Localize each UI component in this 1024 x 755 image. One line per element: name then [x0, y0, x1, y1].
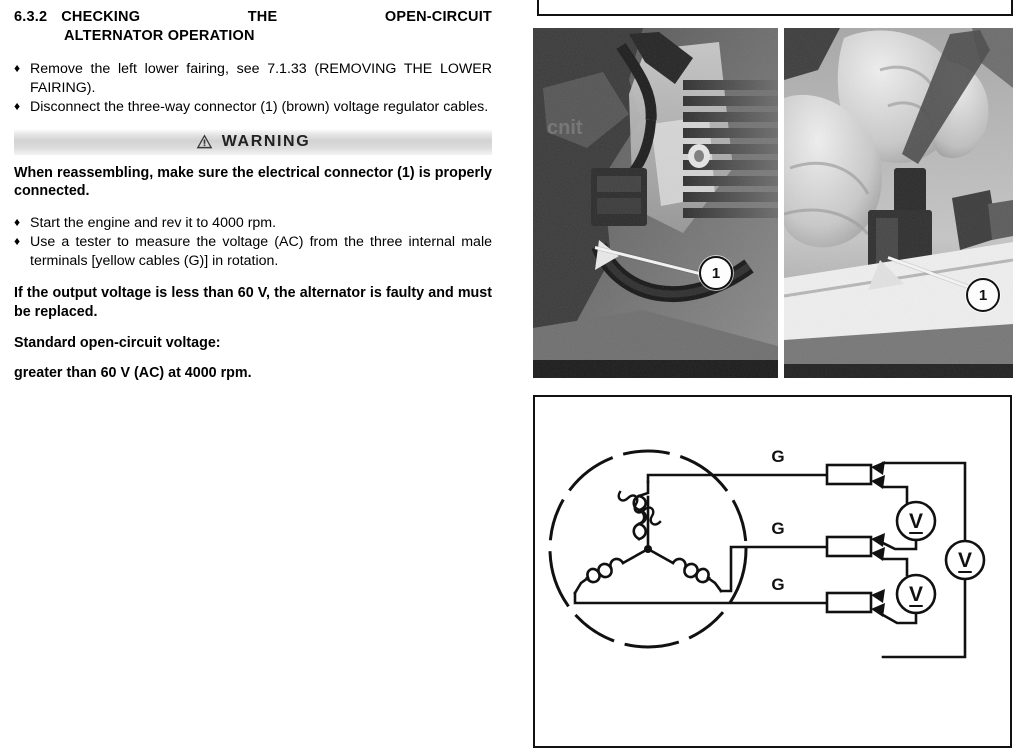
diamond-bullet-icon: ♦ — [14, 214, 21, 229]
warning-text: When reassembling, make sure the electri… — [14, 164, 492, 200]
voltmeter-symbol: V — [958, 549, 972, 572]
step-text: Start the engine and rev it to 4000 rpm. — [30, 214, 277, 231]
heading-word-the: THE — [247, 9, 278, 25]
list-item: ♦ Remove the left lower fairing, see 7.1… — [14, 60, 492, 97]
list-item: ♦ Start the engine and rev it to 4000 rp… — [14, 214, 492, 233]
step-text: Remove the left lower fairing, see 7.1.3… — [30, 61, 492, 96]
cable-label-g-1: G — [771, 447, 784, 466]
diamond-bullet-icon: ♦ — [14, 234, 21, 248]
text-column: 6.3.2 CHECKING THE OPEN-CIRCUIT ALTERNAT… — [14, 8, 492, 395]
callout-marker-1: 1 — [966, 278, 1000, 312]
callout-number: 1 — [711, 264, 721, 282]
cable-label-g-2: G — [771, 519, 784, 538]
photo-connector-location: cnit 1 — [533, 28, 778, 378]
voltmeter-symbol: V — [909, 583, 923, 606]
callout-number: 1 — [978, 286, 988, 304]
steps-before-warning: ♦ Remove the left lower fairing, see 7.1… — [14, 60, 492, 117]
diamond-bullet-icon: ♦ — [14, 99, 21, 113]
cable-label-g-3: G — [771, 575, 784, 594]
section-number: 6.3.2 — [14, 9, 48, 25]
previous-figure-frame — [537, 0, 1013, 16]
step-text: Use a tester to measure the voltage (AC)… — [30, 234, 492, 269]
page-title: 6.3.2 CHECKING THE OPEN-CIRCUIT ALTERNAT… — [14, 8, 492, 46]
heading-word-checking: CHECKING — [61, 9, 141, 25]
diamond-bullet-icon: ♦ — [14, 61, 21, 75]
list-item: ♦ Disconnect the three-way connector (1)… — [14, 98, 492, 117]
step-text: Disconnect the three-way connector (1) (… — [30, 99, 489, 115]
heading-line-1: 6.3.2 CHECKING THE OPEN-CIRCUIT — [14, 8, 492, 27]
callout-marker-1: 1 — [699, 256, 733, 290]
heading-line-2: ALTERNATOR OPERATION — [64, 28, 255, 44]
list-item: ♦ Use a tester to measure the voltage (A… — [14, 233, 492, 270]
heading-word-open-circuit: OPEN-CIRCUIT — [384, 9, 492, 25]
steps-after-warning: ♦ Start the engine and rev it to 4000 rp… — [14, 214, 492, 271]
warning-triangle-icon — [196, 134, 213, 149]
warning-label: WARNING — [221, 132, 311, 150]
figure-photos: cnit 1 — [533, 28, 1013, 378]
photo-disconnecting-connector: 1 — [784, 28, 1013, 378]
svg-text:cnit: cnit — [547, 117, 583, 139]
fault-note: If the output voltage is less than 60 V,… — [14, 285, 492, 320]
spec-value: greater than 60 V (AC) at 4000 rpm. — [14, 364, 252, 381]
voltmeter-symbol: V — [909, 510, 923, 533]
wiring-diagram: V V V G G G — [533, 395, 1012, 748]
warning-banner: WARNING — [14, 128, 492, 155]
spec-title: Standard open-circuit voltage: — [14, 335, 221, 351]
